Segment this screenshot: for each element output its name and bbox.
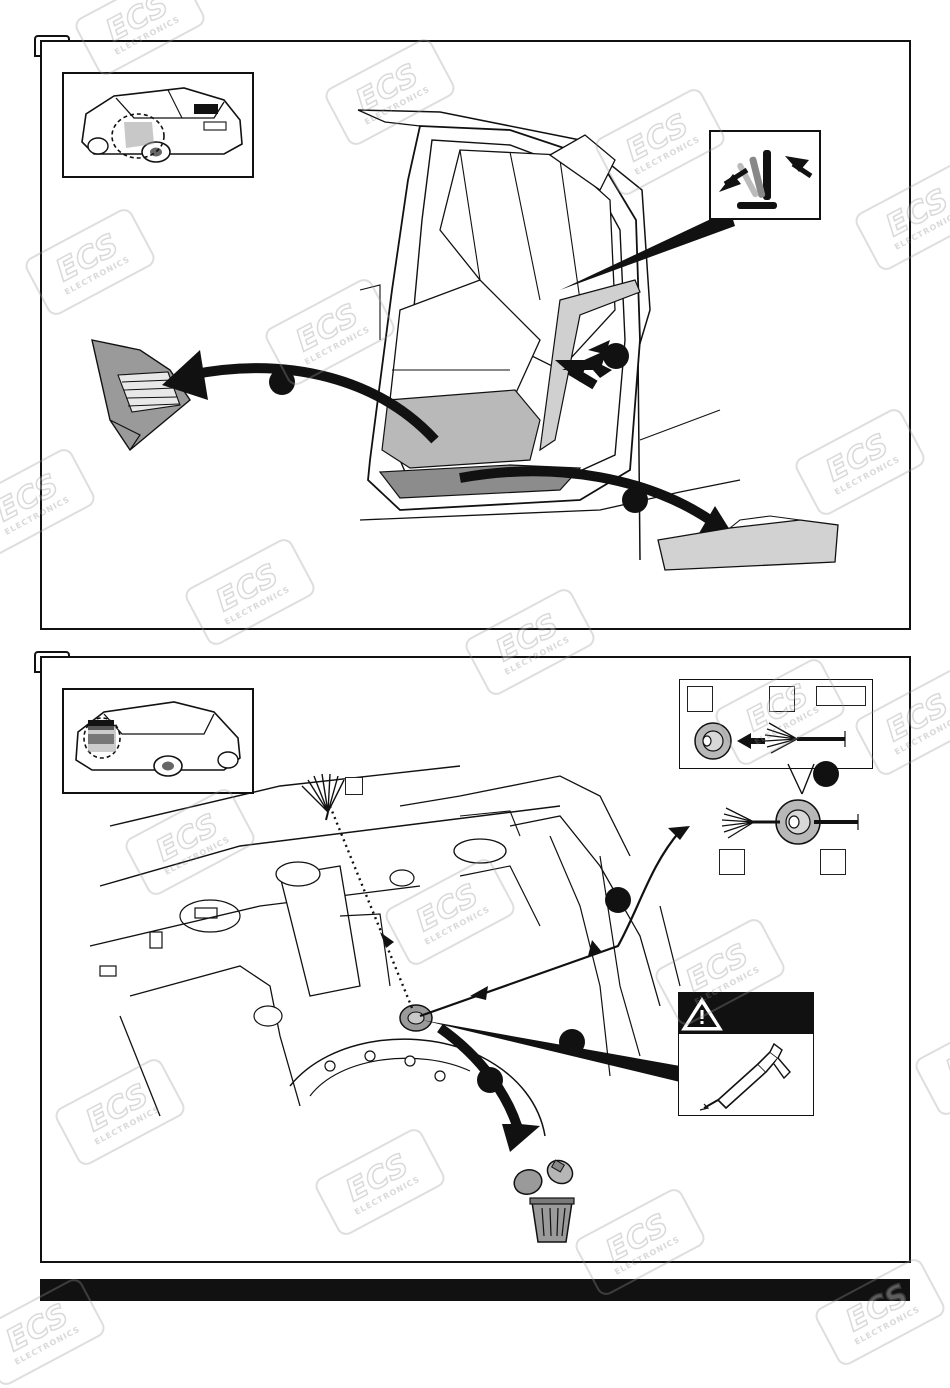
wire-step-box [345, 777, 363, 795]
watermark-subtitle: ELECTRONICS [12, 1324, 82, 1367]
luggage-floor-drawing [89, 765, 690, 1243]
assembly-step-box-a [719, 849, 745, 875]
inset-step-box-c [816, 686, 866, 706]
wire-bundle-icon [721, 807, 755, 839]
inset-step-box-a [687, 686, 713, 712]
grommet-icon [694, 722, 732, 760]
warning-triangle-icon [681, 997, 723, 1031]
inset-step-box-b [769, 686, 795, 712]
clip-removal-inset [709, 130, 821, 220]
sealant-gun-icon [699, 1042, 791, 1111]
watermark-mark: ECS [940, 1026, 950, 1089]
sealant-warning-diagram [678, 992, 814, 1111]
car-rear-right-thumbnail-icon [81, 87, 243, 163]
footer-bar [40, 1279, 910, 1301]
watermark-mark: ECS [0, 1296, 76, 1359]
rear-door-interior-drawing [91, 109, 839, 571]
car-rear-left-thumbnail-icon [75, 701, 241, 777]
trash-bin-icon [529, 1197, 575, 1243]
grommet-icon [775, 799, 821, 845]
assembly-step-box-b [820, 849, 846, 875]
grommet-insert-diagram [694, 722, 846, 760]
clip-removal-icon [719, 150, 813, 209]
grommet-assembly-diagram [721, 761, 859, 845]
wire-bundle-icon [764, 722, 846, 754]
panel-2-thumbnail [62, 688, 254, 794]
panel-1-thumbnail [62, 72, 254, 178]
wire-bundle-icon [301, 773, 345, 821]
watermark-subtitle: ELECTRONICS [852, 1304, 922, 1347]
